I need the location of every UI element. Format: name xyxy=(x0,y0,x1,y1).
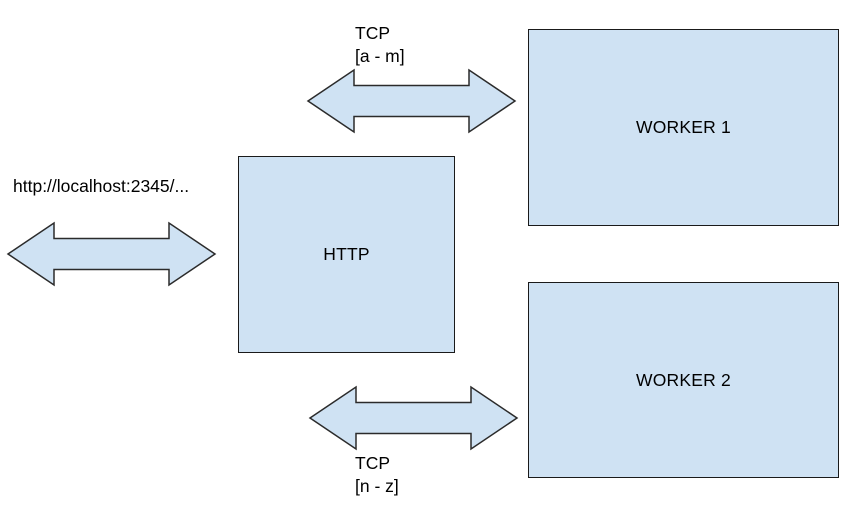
http-node-label: HTTP xyxy=(323,244,370,264)
http-node: HTTP xyxy=(238,156,455,353)
tcp-top-protocol: TCP xyxy=(355,23,390,43)
worker2-node-label: WORKER 2 xyxy=(636,369,731,390)
double-arrow-shape xyxy=(6,221,217,287)
worker1-node-label: WORKER 1 xyxy=(636,117,731,137)
worker1-node: WORKER 1 xyxy=(528,29,839,226)
tcp-top-label: TCP [a - m] xyxy=(355,22,405,68)
tcp-bottom-range: [n - z] xyxy=(355,476,399,496)
tcp-bottom-label: TCP [n - z] xyxy=(355,452,399,498)
client-url-label: http://localhost:2345/... xyxy=(13,176,190,196)
tcp-bottom-protocol: TCP xyxy=(355,453,390,473)
worker2-node: WORKER 2 xyxy=(528,282,839,478)
tcp-top-range: [a - m] xyxy=(355,46,405,66)
double-arrow-shape xyxy=(308,385,519,451)
http-worker2-arrow xyxy=(308,385,519,451)
double-arrow-shape xyxy=(306,68,517,134)
client-http-arrow xyxy=(6,221,217,287)
http-worker1-arrow xyxy=(306,68,517,134)
